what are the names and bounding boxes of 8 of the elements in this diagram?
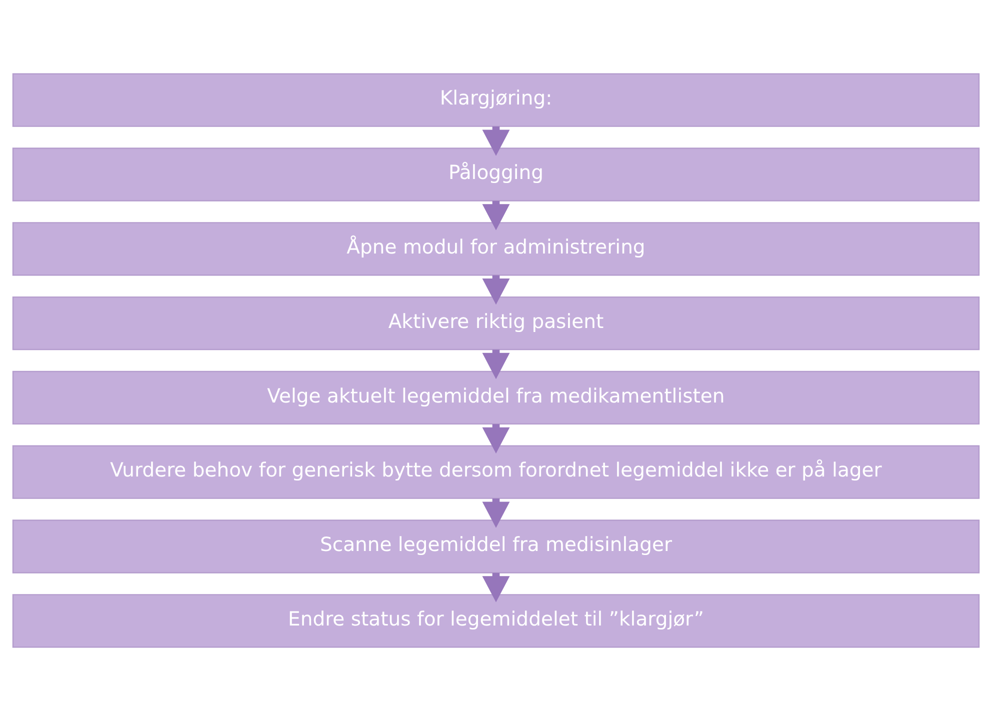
- node-box: Aktivere riktig pasient: [12, 296, 980, 350]
- node-box: Vurdere behov for generisk bytte dersom forordnet legemiddel ikke er på lager: [12, 444, 980, 498]
- node-box: Endre status for legemiddelet til ”klargjør”: [12, 594, 980, 648]
- node-box: Scanne legemiddel fra medisinlager: [12, 519, 980, 573]
- node-box: Åpne modul for administrering: [12, 222, 980, 276]
- node-box: Pålogging: [12, 147, 980, 201]
- node-box: Klargjøring:: [12, 72, 980, 126]
- node-box: Velge aktuelt legemiddel fra medikamentlisten: [12, 370, 980, 424]
